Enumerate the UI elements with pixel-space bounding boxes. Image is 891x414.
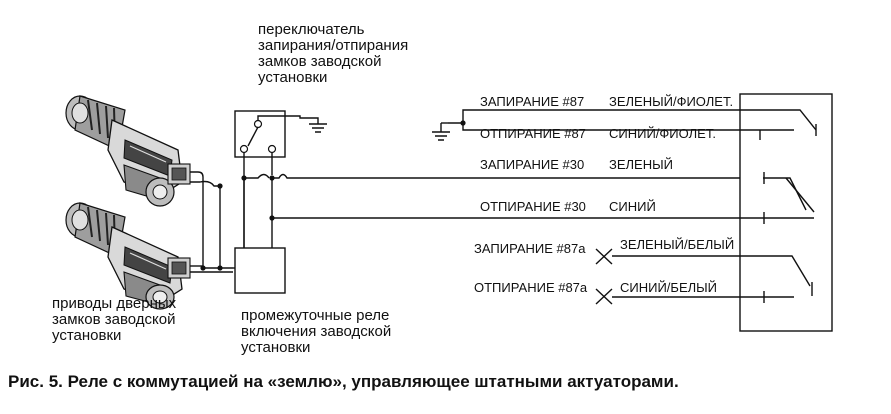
wire-label-3: ЗАПИРАНИЕ #30 ЗЕЛЕНЫЙ	[480, 157, 673, 172]
color-label: СИНИЙ/БЕЛЫЙ	[620, 280, 717, 295]
wire-label-6: ОТПИРАНИЕ #87a СИНИЙ/БЕЛЫЙ	[474, 280, 717, 295]
figure-caption: Рис. 5. Реле с коммутацией на «землю», у…	[8, 372, 679, 391]
terminal-label: ОТПИРАНИЕ #87	[480, 126, 586, 141]
wire-label-5: ЗАПИРАНИЕ #87a ЗЕЛЕНЫЙ/БЕЛЫЙ	[474, 237, 734, 256]
terminal-label: ЗАПИРАНИЕ #87a	[474, 241, 586, 256]
terminal-label: ЗАПИРАНИЕ #87	[480, 94, 584, 109]
factory-relays	[233, 173, 740, 294]
color-label: ЗЕЛЕНЫЙ	[609, 157, 673, 172]
relay-module	[739, 93, 833, 332]
color-label: ЗЕЛЕНЫЙ/БЕЛЫЙ	[620, 237, 734, 252]
terminal-label: ОТПИРАНИЕ #30	[480, 199, 586, 214]
door-lock-actuator-bottom	[65, 202, 191, 310]
color-label: СИНИЙ	[609, 199, 656, 214]
switch-label: переключатель запирания/отпирания замков…	[258, 21, 409, 86]
wire-label-1: ЗАПИРАНИЕ #87 ЗЕЛЕНЫЙ/ФИОЛЕТ.	[480, 94, 733, 109]
actuator-wires	[190, 171, 233, 273]
relays-label: промежуточные реле включения заводской у…	[241, 307, 392, 356]
color-label: ЗЕЛЕНЫЙ/ФИОЛЕТ.	[609, 94, 733, 109]
terminal-label: ЗАПИРАНИЕ #30	[480, 157, 584, 172]
factory-lock-switch	[234, 110, 327, 248]
color-label: СИНИЙ/ФИОЛЕТ.	[609, 126, 716, 141]
wire-label-2: ОТПИРАНИЕ #87 СИНИЙ/ФИОЛЕТ.	[480, 126, 716, 141]
wire-label-4: ОТПИРАНИЕ #30 СИНИЙ	[480, 199, 656, 214]
door-lock-actuator-top	[65, 95, 191, 207]
actuators-label: приводы дверных замков заводской установ…	[52, 295, 177, 344]
wires-87a	[595, 248, 740, 305]
wires-87	[432, 109, 740, 141]
terminal-label: ОТПИРАНИЕ #87a	[474, 280, 588, 295]
